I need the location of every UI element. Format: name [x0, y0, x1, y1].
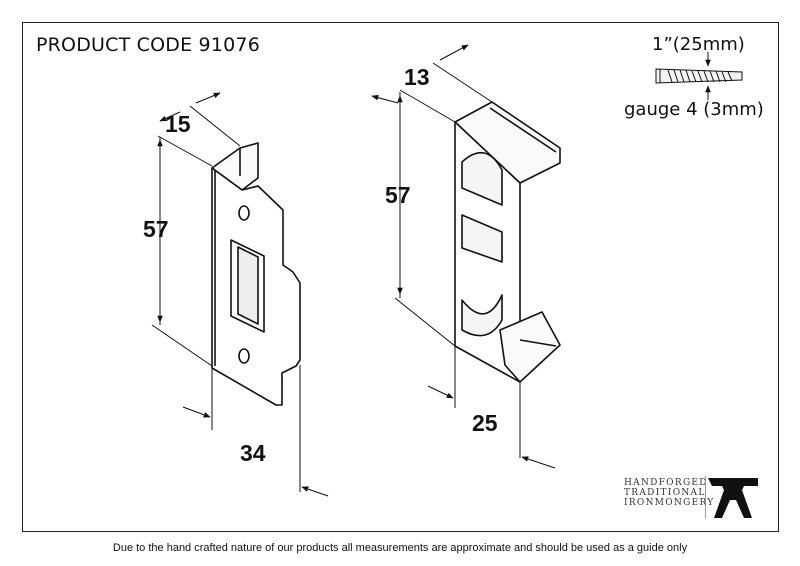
keep-height-dimension: 57 — [385, 182, 411, 208]
product-code: PRODUCT CODE 91076 — [36, 34, 261, 56]
brand-line-1: HANDFORGED — [624, 478, 708, 488]
anvil-icon — [708, 478, 758, 518]
brand-divider — [705, 476, 706, 518]
screw-gauge-label: gauge 4 (3mm) — [624, 99, 764, 120]
dimension-lines — [151, 44, 556, 497]
brand-wordmark: HANDFORGED TRADITIONAL IRONMONGERY — [624, 478, 715, 508]
plate-depth-dimension: 34 — [240, 440, 266, 466]
screw-icon — [655, 52, 743, 100]
keep-depth-dimension: 25 — [472, 410, 498, 436]
footer-disclaimer: Due to the hand crafted nature of our pr… — [112, 542, 688, 554]
drawing-frame — [22, 22, 779, 532]
plate-height-dimension: 57 — [143, 216, 169, 242]
plate-width-dimension: 15 — [165, 111, 191, 137]
screw-length-label: 1”(25mm) — [652, 34, 745, 55]
brand-line-3: IRONMONGERY — [624, 498, 715, 508]
strike-plate-drawing — [211, 142, 301, 406]
keep-drawing — [454, 101, 561, 383]
keep-width-dimension: 13 — [404, 64, 430, 90]
brand-line-2: TRADITIONAL — [624, 488, 706, 498]
